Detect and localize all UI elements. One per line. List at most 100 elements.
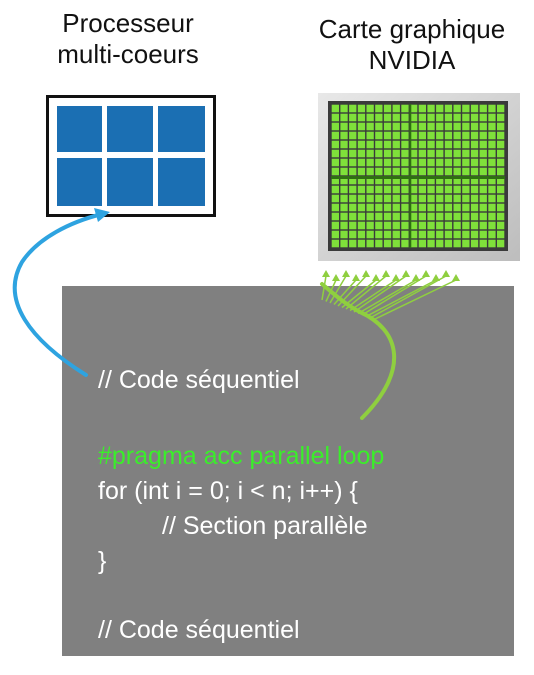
gpu-core xyxy=(366,185,374,194)
gpu-core xyxy=(383,131,392,140)
gpu-core xyxy=(375,185,383,194)
gpu-core xyxy=(497,113,505,122)
gpu-fan-arrowhead xyxy=(372,274,380,281)
gpu-core xyxy=(488,239,496,248)
gpu-core xyxy=(462,230,470,239)
gpu-core xyxy=(453,140,461,149)
gpu-core xyxy=(357,113,366,122)
gpu-core xyxy=(497,230,505,239)
gpu-core xyxy=(497,140,505,149)
gpu-core xyxy=(479,185,487,194)
gpu-core xyxy=(357,158,366,167)
gpu-core xyxy=(453,212,461,221)
gpu-core xyxy=(340,176,348,185)
gpu-core xyxy=(427,140,435,149)
gpu-core xyxy=(418,113,426,122)
gpu-core xyxy=(357,140,366,149)
gpu-core xyxy=(418,176,426,185)
gpu-core xyxy=(366,131,374,140)
gpu-core xyxy=(453,221,461,230)
gpu-core xyxy=(418,239,426,248)
cpu-label-line1: Processeur xyxy=(62,8,194,38)
gpu-core xyxy=(427,104,435,113)
gpu-core xyxy=(340,167,348,176)
gpu-core xyxy=(462,176,470,185)
gpu-core xyxy=(418,221,426,230)
gpu-core xyxy=(488,212,496,221)
gpu-core xyxy=(401,203,409,212)
gpu-core xyxy=(418,212,426,221)
gpu-core xyxy=(436,221,444,230)
gpu-core xyxy=(357,212,366,221)
gpu-core xyxy=(479,212,487,221)
gpu-core xyxy=(375,158,383,167)
gpu-chip-image xyxy=(318,93,520,261)
gpu-core xyxy=(488,113,496,122)
gpu-core xyxy=(418,149,426,158)
gpu-core xyxy=(418,185,426,194)
gpu-core xyxy=(462,194,470,203)
gpu-core xyxy=(392,149,400,158)
gpu-core xyxy=(479,203,487,212)
cpu-core xyxy=(107,158,153,206)
code-line-sequential-2: // Code séquentiel xyxy=(98,616,300,644)
gpu-core xyxy=(436,239,444,248)
gpu-core xyxy=(427,149,435,158)
gpu-label-line1: Carte graphique xyxy=(318,14,506,44)
gpu-core xyxy=(479,149,487,158)
gpu-core xyxy=(444,140,453,149)
gpu-core xyxy=(375,221,383,230)
gpu-core xyxy=(357,230,366,239)
gpu-core xyxy=(462,185,470,194)
gpu-core xyxy=(462,140,470,149)
gpu-fan-arrowhead xyxy=(342,270,350,277)
gpu-core xyxy=(462,203,470,212)
gpu-core xyxy=(401,140,409,149)
gpu-core xyxy=(383,221,392,230)
gpu-core xyxy=(488,122,496,131)
gpu-core xyxy=(392,167,400,176)
gpu-core xyxy=(340,140,348,149)
gpu-core xyxy=(497,203,505,212)
gpu-core xyxy=(436,113,444,122)
gpu-core xyxy=(444,212,453,221)
gpu-core xyxy=(453,167,461,176)
gpu-core xyxy=(349,185,357,194)
gpu-core xyxy=(331,131,339,140)
gpu-core xyxy=(366,113,374,122)
gpu-core xyxy=(453,185,461,194)
gpu-core xyxy=(383,230,392,239)
gpu-core xyxy=(453,131,461,140)
gpu-core xyxy=(418,122,426,131)
gpu-core xyxy=(375,203,383,212)
gpu-core xyxy=(401,158,409,167)
gpu-core xyxy=(375,176,383,185)
gpu-core xyxy=(410,158,418,167)
gpu-core xyxy=(436,185,444,194)
gpu-core xyxy=(479,221,487,230)
gpu-core xyxy=(444,104,453,113)
gpu-core xyxy=(497,212,505,221)
gpu-core xyxy=(383,140,392,149)
gpu-core xyxy=(383,158,392,167)
gpu-core xyxy=(383,239,392,248)
gpu-core xyxy=(340,122,348,131)
gpu-core xyxy=(462,113,470,122)
gpu-label: Carte graphique NVIDIA xyxy=(292,14,532,76)
gpu-core xyxy=(470,176,479,185)
gpu-core xyxy=(331,149,339,158)
gpu-core xyxy=(375,149,383,158)
gpu-fan-arrowhead xyxy=(332,274,340,281)
gpu-core xyxy=(349,239,357,248)
gpu-core xyxy=(497,176,505,185)
gpu-core xyxy=(497,158,505,167)
gpu-core xyxy=(497,104,505,113)
gpu-core xyxy=(331,122,339,131)
code-panel xyxy=(62,286,514,656)
gpu-core xyxy=(418,104,426,113)
gpu-core xyxy=(479,167,487,176)
gpu-core xyxy=(331,194,339,203)
gpu-core xyxy=(366,140,374,149)
gpu-core xyxy=(383,212,392,221)
gpu-core xyxy=(331,158,339,167)
